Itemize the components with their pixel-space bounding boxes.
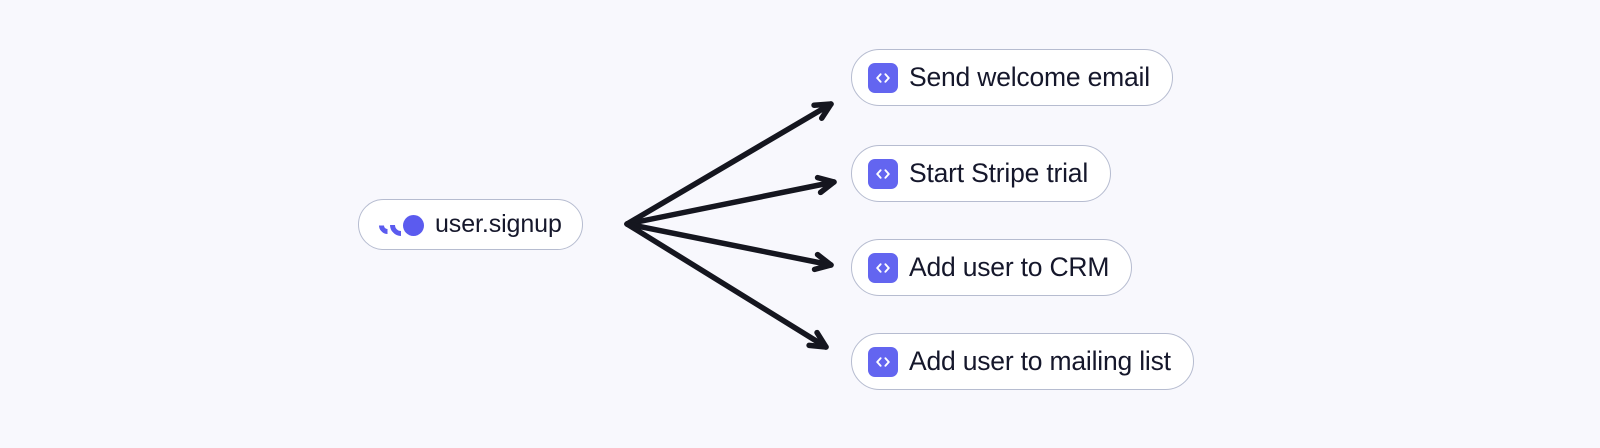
code-icon	[868, 252, 898, 283]
edge-line	[624, 221, 834, 268]
action-node-add-user-to-crm[interactable]: Add user to CRM	[851, 239, 1133, 296]
edge-line	[624, 221, 829, 350]
edge-arrowhead	[814, 174, 837, 196]
edge-arrowhead	[811, 251, 834, 273]
edge-arrowhead	[806, 329, 829, 350]
action-node-label: Send welcome email	[909, 62, 1150, 93]
code-icon	[868, 62, 898, 93]
trigger-node-label: user.signup	[435, 210, 562, 238]
action-node-send-welcome-email[interactable]: Send welcome email	[851, 49, 1173, 106]
action-node-label: Add user to CRM	[909, 252, 1110, 283]
code-icon	[868, 346, 898, 377]
action-node-label: Start Stripe trial	[909, 158, 1089, 189]
broadcast-icon	[375, 209, 424, 241]
trigger-node-user-signup[interactable]: user.signup	[358, 199, 583, 250]
action-node-start-stripe-trial[interactable]: Start Stripe trial	[851, 145, 1112, 202]
code-icon	[868, 158, 898, 189]
action-node-add-user-to-mailing-list[interactable]: Add user to mailing list	[851, 333, 1194, 390]
edge-line	[624, 101, 834, 227]
action-node-label: Add user to mailing list	[909, 346, 1171, 377]
edge-arrowhead	[811, 101, 834, 121]
edge-line	[624, 179, 837, 227]
